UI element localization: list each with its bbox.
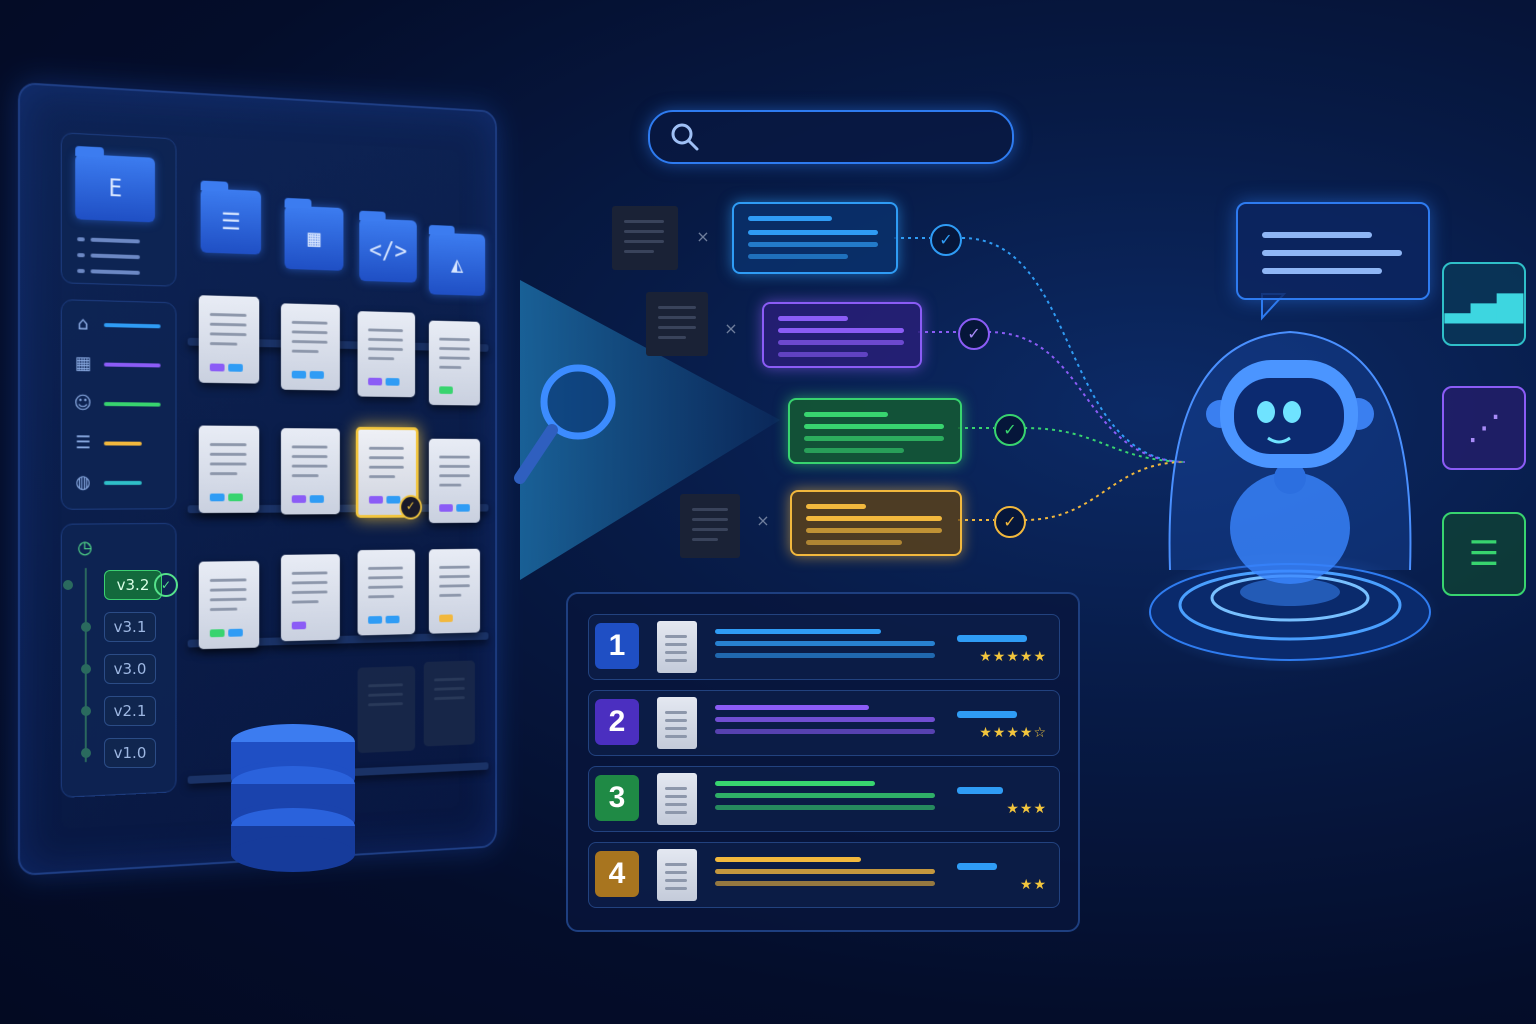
accepted-check-icon: ✓	[958, 318, 990, 350]
version-v3-1[interactable]: v3.1	[104, 612, 156, 642]
graph-icon[interactable]: ⋰	[1442, 386, 1526, 470]
rank-badge: 4	[595, 851, 639, 897]
document-card[interactable]	[429, 321, 480, 406]
version-check-icon: ✓	[154, 573, 178, 597]
document-card[interactable]	[281, 554, 340, 641]
document-card[interactable]	[358, 549, 416, 635]
sidebar-metadata-box: ⌂ ▦ ☺ ☰ ◍	[61, 299, 177, 510]
reject-x-icon: ×	[754, 512, 772, 530]
selected-check-icon: ✓	[399, 495, 421, 520]
globe-icon[interactable]: ◍	[73, 473, 92, 493]
robot-eye-right	[1283, 401, 1301, 423]
assistant-response-bubble	[1236, 202, 1430, 300]
database-icon	[226, 722, 360, 872]
folder-image-icon[interactable]: ◭	[429, 232, 485, 296]
retrieved-chunk-green[interactable]	[788, 398, 962, 464]
document-icon	[657, 849, 697, 901]
document-card[interactable]	[281, 428, 340, 514]
calendar-icon[interactable]: ▦	[73, 354, 92, 374]
document-card[interactable]	[429, 549, 480, 634]
ranked-result-row[interactable]: 3 ★★★	[588, 766, 1060, 832]
document-card[interactable]	[358, 311, 416, 397]
folder-icon[interactable]: E	[75, 154, 155, 223]
document-card[interactable]	[281, 303, 340, 390]
folder-table-icon[interactable]: ▦	[285, 206, 344, 271]
document-icon	[657, 697, 697, 749]
ranked-result-row[interactable]: 1 ★★★★★	[588, 614, 1060, 680]
retrieved-chunk-purple[interactable]	[762, 302, 922, 368]
reject-x-icon: ×	[722, 320, 740, 338]
retrieved-chunk-blue[interactable]	[732, 202, 898, 274]
archived-document-card	[358, 666, 416, 753]
document-card[interactable]	[429, 439, 480, 523]
rating-stars: ★★★★★	[979, 649, 1047, 665]
rank-badge: 2	[595, 699, 639, 745]
robot-eye-left	[1257, 401, 1275, 423]
archived-document-card	[424, 660, 475, 746]
list-icon[interactable]: ☰	[73, 433, 92, 453]
bar-chart-icon[interactable]: ▂▄▆	[1442, 262, 1526, 346]
rank-badge: 3	[595, 775, 639, 821]
rank-badge: 1	[595, 623, 639, 669]
ranked-results-panel: 1 ★★★★★ 2 ★★★★☆ 3 ★★★ 4 ★★	[566, 592, 1080, 932]
ranked-result-row[interactable]: 4 ★★	[588, 842, 1060, 908]
document-card[interactable]	[199, 295, 259, 383]
document-icon	[657, 773, 697, 825]
flow-green	[1024, 428, 1185, 462]
rating-stars: ★★★	[1006, 801, 1047, 817]
document-card[interactable]	[199, 426, 259, 514]
ranked-result-row[interactable]: 2 ★★★★☆	[588, 690, 1060, 756]
tag-icon[interactable]: ⌂	[73, 314, 92, 334]
rejected-document	[680, 494, 740, 558]
version-v2-1[interactable]: v2.1	[104, 696, 156, 726]
rejected-document	[646, 292, 708, 356]
flow-orange	[1024, 462, 1185, 520]
document-icon	[657, 621, 697, 673]
version-v1-0[interactable]: v1.0	[104, 738, 156, 768]
search-input[interactable]	[648, 110, 1014, 164]
document-card[interactable]	[199, 561, 259, 649]
rating-stars: ★★★★☆	[979, 725, 1047, 741]
accepted-check-icon: ✓	[994, 414, 1026, 446]
folder-code-icon[interactable]: </>	[359, 218, 417, 282]
clock-icon: ◷	[75, 538, 94, 558]
reject-x-icon: ×	[694, 228, 712, 246]
version-v3-0[interactable]: v3.0	[104, 654, 156, 684]
accepted-check-icon: ✓	[930, 224, 962, 256]
checklist-icon[interactable]: ☰	[1442, 512, 1526, 596]
rejected-document	[612, 206, 678, 270]
rating-stars: ★★	[1020, 877, 1047, 893]
magnifier-icon	[500, 350, 630, 490]
folder-document-icon[interactable]: ☰	[201, 188, 261, 254]
retrieved-chunk-orange[interactable]	[790, 490, 962, 556]
search-icon	[670, 122, 700, 152]
accepted-check-icon: ✓	[994, 506, 1026, 538]
user-icon[interactable]: ☺	[73, 394, 92, 414]
sidebar-folder-box: E	[61, 132, 177, 286]
